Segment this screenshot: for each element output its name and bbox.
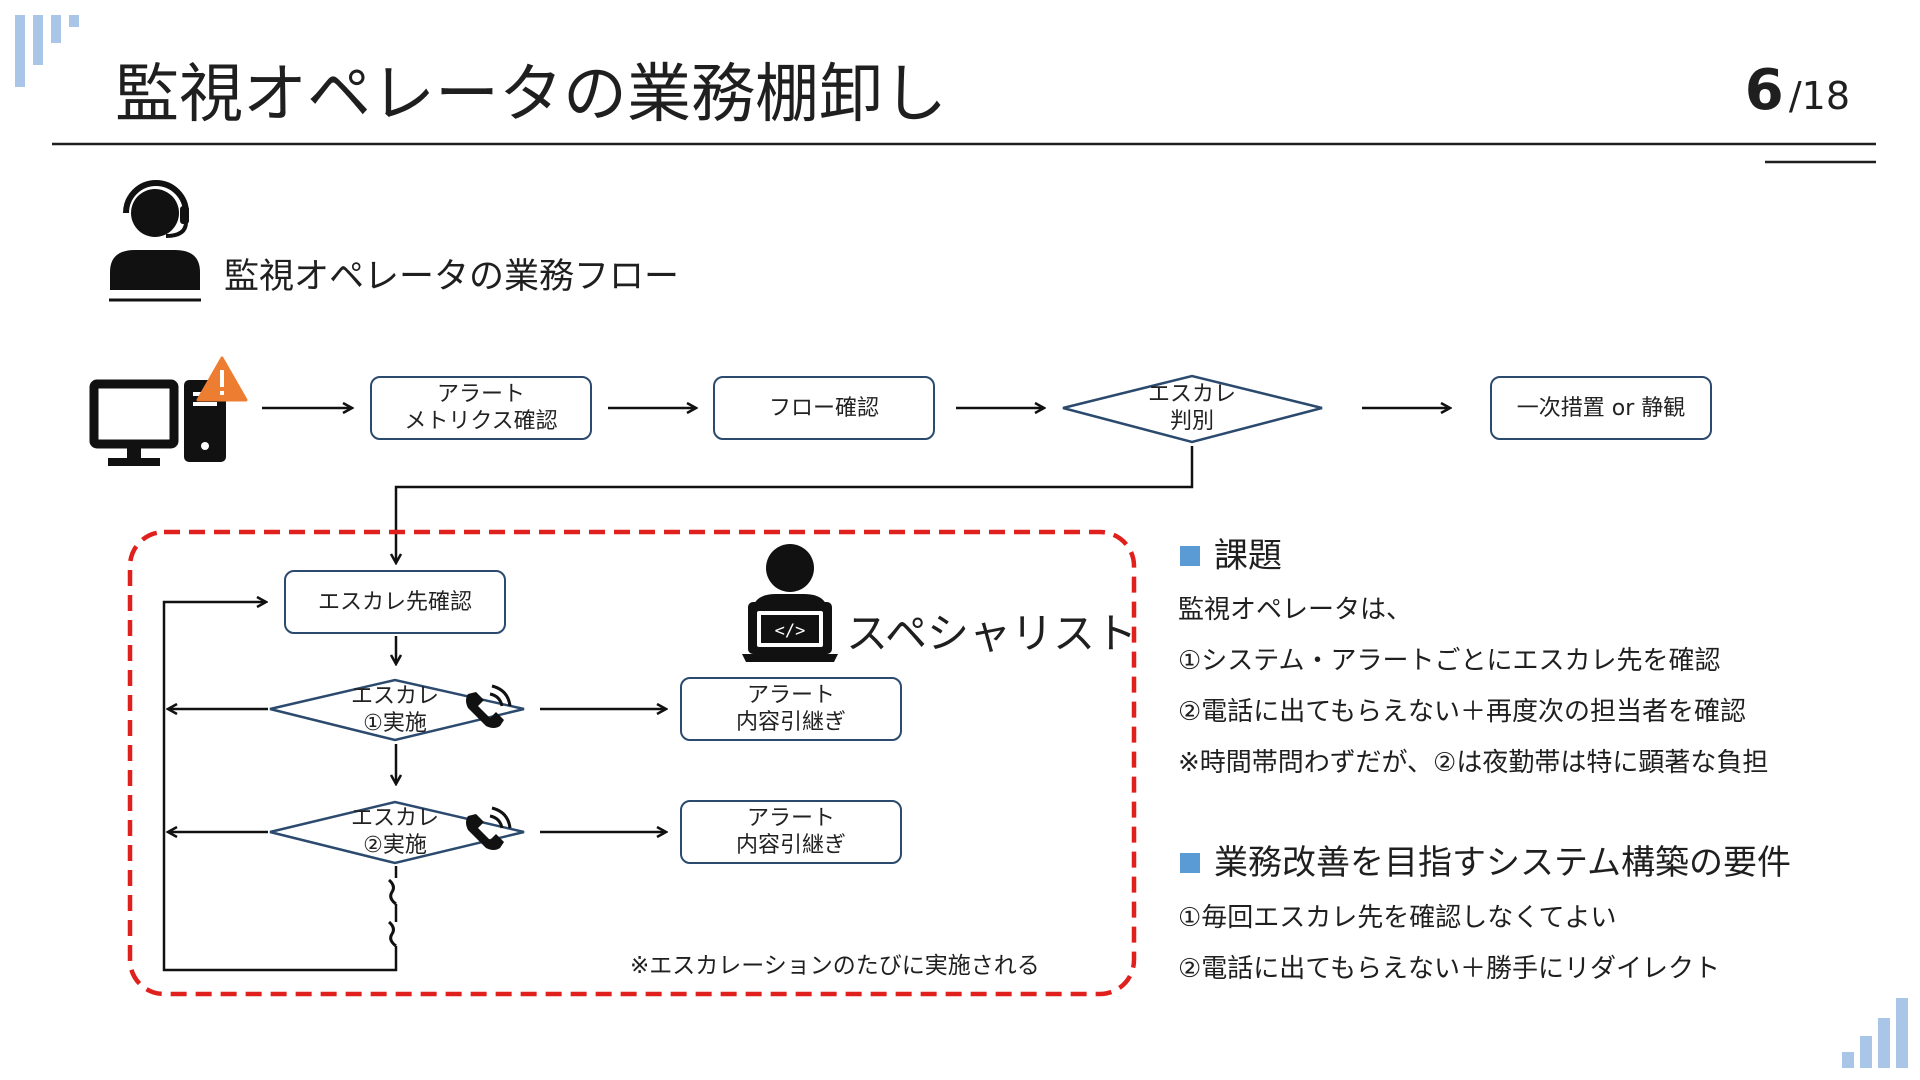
page-current: 6 — [1744, 58, 1784, 123]
wave-break-icon — [387, 920, 397, 948]
box-handover-1: アラート 内容引継ぎ — [680, 677, 902, 741]
decision-diamond-2 — [269, 800, 525, 865]
loop-back-connector — [162, 602, 398, 972]
decision-label-escalation: エスカレ 判別 — [1147, 382, 1236, 434]
box-escalation-target: エスカレ先確認 — [284, 570, 506, 634]
computer-warning-icon — [89, 356, 248, 466]
issues-line: ②電話に出てもらえない＋再度次の担当者を確認 — [1178, 697, 1747, 727]
requirements-heading-text: 業務改善を目指すシステム構築の要件 — [1214, 843, 1791, 883]
issues-heading: 課題 — [1180, 533, 1282, 579]
specialist-region — [127, 529, 1137, 997]
box-first-action: 一次措置 or 静観 — [1490, 376, 1712, 440]
box-handover-2: アラート 内容引継ぎ — [680, 800, 902, 864]
flow-connector — [396, 446, 1194, 563]
issues-line: ※時間帯問わずだが、②は夜勤帯は特に顕著な負担 — [1178, 748, 1769, 778]
requirements-line: ②電話に出てもらえない＋勝手にリダイレクト — [1178, 954, 1721, 984]
square-bullet-icon — [1180, 546, 1200, 566]
specialist-label: スペシャリスト — [846, 609, 1138, 658]
requirements-line: ①毎回エスカレ先を確認しなくてよい — [1178, 903, 1617, 933]
decision-diamond-escalation — [1062, 374, 1323, 444]
operator-headset-icon — [109, 180, 201, 302]
phone-icon — [466, 684, 512, 728]
escalation-note: ※エスカレーションのたびに実施される — [630, 953, 1040, 979]
decision-label-2: エスカレ ②実施 — [350, 806, 439, 858]
issues-line: 監視オペレータは、 — [1178, 595, 1413, 625]
wave-break-icon — [387, 878, 397, 906]
brand-bars-icon — [15, 15, 79, 87]
phone-icon — [466, 806, 512, 850]
issues-heading-text: 課題 — [1214, 536, 1282, 576]
svg-text:</>: </> — [775, 621, 806, 641]
brand-bars-icon — [1842, 998, 1908, 1068]
specialist-laptop-icon: </> — [742, 544, 838, 662]
section-title: 監視オペレータの業務フロー — [224, 257, 680, 297]
box-flow-check: フロー確認 — [713, 376, 935, 440]
decision-diamond-1 — [269, 678, 525, 742]
slide-title: 監視オペレータの業務棚卸し — [115, 58, 947, 132]
issues-line: ①システム・アラートごとにエスカレ先を確認 — [1178, 646, 1721, 676]
decision-label-1: エスカレ ①実施 — [350, 684, 439, 736]
page-total: /18 — [1788, 74, 1850, 118]
square-bullet-icon — [1180, 853, 1200, 873]
page-number: 6 /18 — [1745, 58, 1850, 123]
box-alert-metrics: アラート メトリクス確認 — [370, 376, 592, 440]
requirements-heading: 業務改善を目指すシステム構築の要件 — [1180, 840, 1791, 886]
